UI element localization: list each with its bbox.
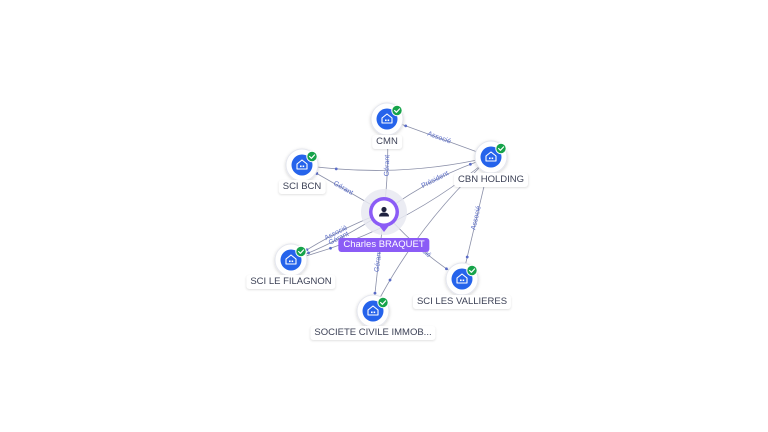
edge-arrow-marker [373, 291, 377, 295]
edge-arrow-marker [445, 267, 448, 271]
edge-label: Gérant [374, 250, 383, 272]
company-node-cmn[interactable] [370, 102, 404, 136]
building-icon [485, 151, 497, 162]
edge-label: Associé [426, 131, 452, 146]
company-node-cbn[interactable] [474, 140, 508, 174]
edge-arrow-marker [307, 251, 310, 255]
company-node-val[interactable] [445, 262, 479, 296]
verified-check-icon [495, 142, 507, 155]
company-node-fil[interactable] [274, 243, 308, 277]
company-node-soc[interactable] [356, 294, 390, 328]
company-node-bcn[interactable] [285, 148, 319, 182]
building-icon [296, 159, 308, 170]
building-icon [456, 273, 468, 284]
company-name-label[interactable]: SCI BCN [278, 180, 326, 194]
company-name-label[interactable]: SOCIETE CIVILE IMMOB... [310, 326, 436, 340]
company-name-label[interactable]: CBN HOLDING [454, 173, 528, 187]
edge-label: Gérant [384, 155, 392, 177]
person-node[interactable] [361, 189, 407, 235]
building-icon [285, 254, 297, 265]
verified-check-icon [391, 104, 403, 117]
edge-arrow-marker [468, 162, 472, 166]
edge-arrow-marker [465, 255, 469, 259]
edge-label: Président [420, 170, 450, 190]
verified-check-icon [466, 264, 478, 277]
edge-arrow-marker [404, 124, 408, 128]
edge-cbn-bcn [301, 156, 492, 171]
company-name-label[interactable]: CMN [372, 135, 402, 149]
person-name-label[interactable]: Charles BRAQUET [338, 238, 430, 252]
edge-label: Gérant [332, 180, 354, 197]
person-icon [379, 206, 389, 217]
verified-check-icon [306, 150, 318, 163]
edge-arrow-marker [334, 167, 338, 171]
verified-check-icon [377, 296, 389, 309]
building-icon [367, 305, 379, 316]
verified-check-icon [295, 245, 307, 258]
building-icon [381, 113, 393, 124]
edge-arrow-marker [388, 278, 392, 282]
nodes-layer [274, 102, 508, 328]
company-name-label[interactable]: SCI LES VALLIERES [412, 295, 512, 309]
edge-arrow-marker [329, 246, 332, 250]
edge-label: Associé [470, 205, 483, 231]
company-name-label[interactable]: SCI LE FILAGNON [246, 275, 336, 289]
